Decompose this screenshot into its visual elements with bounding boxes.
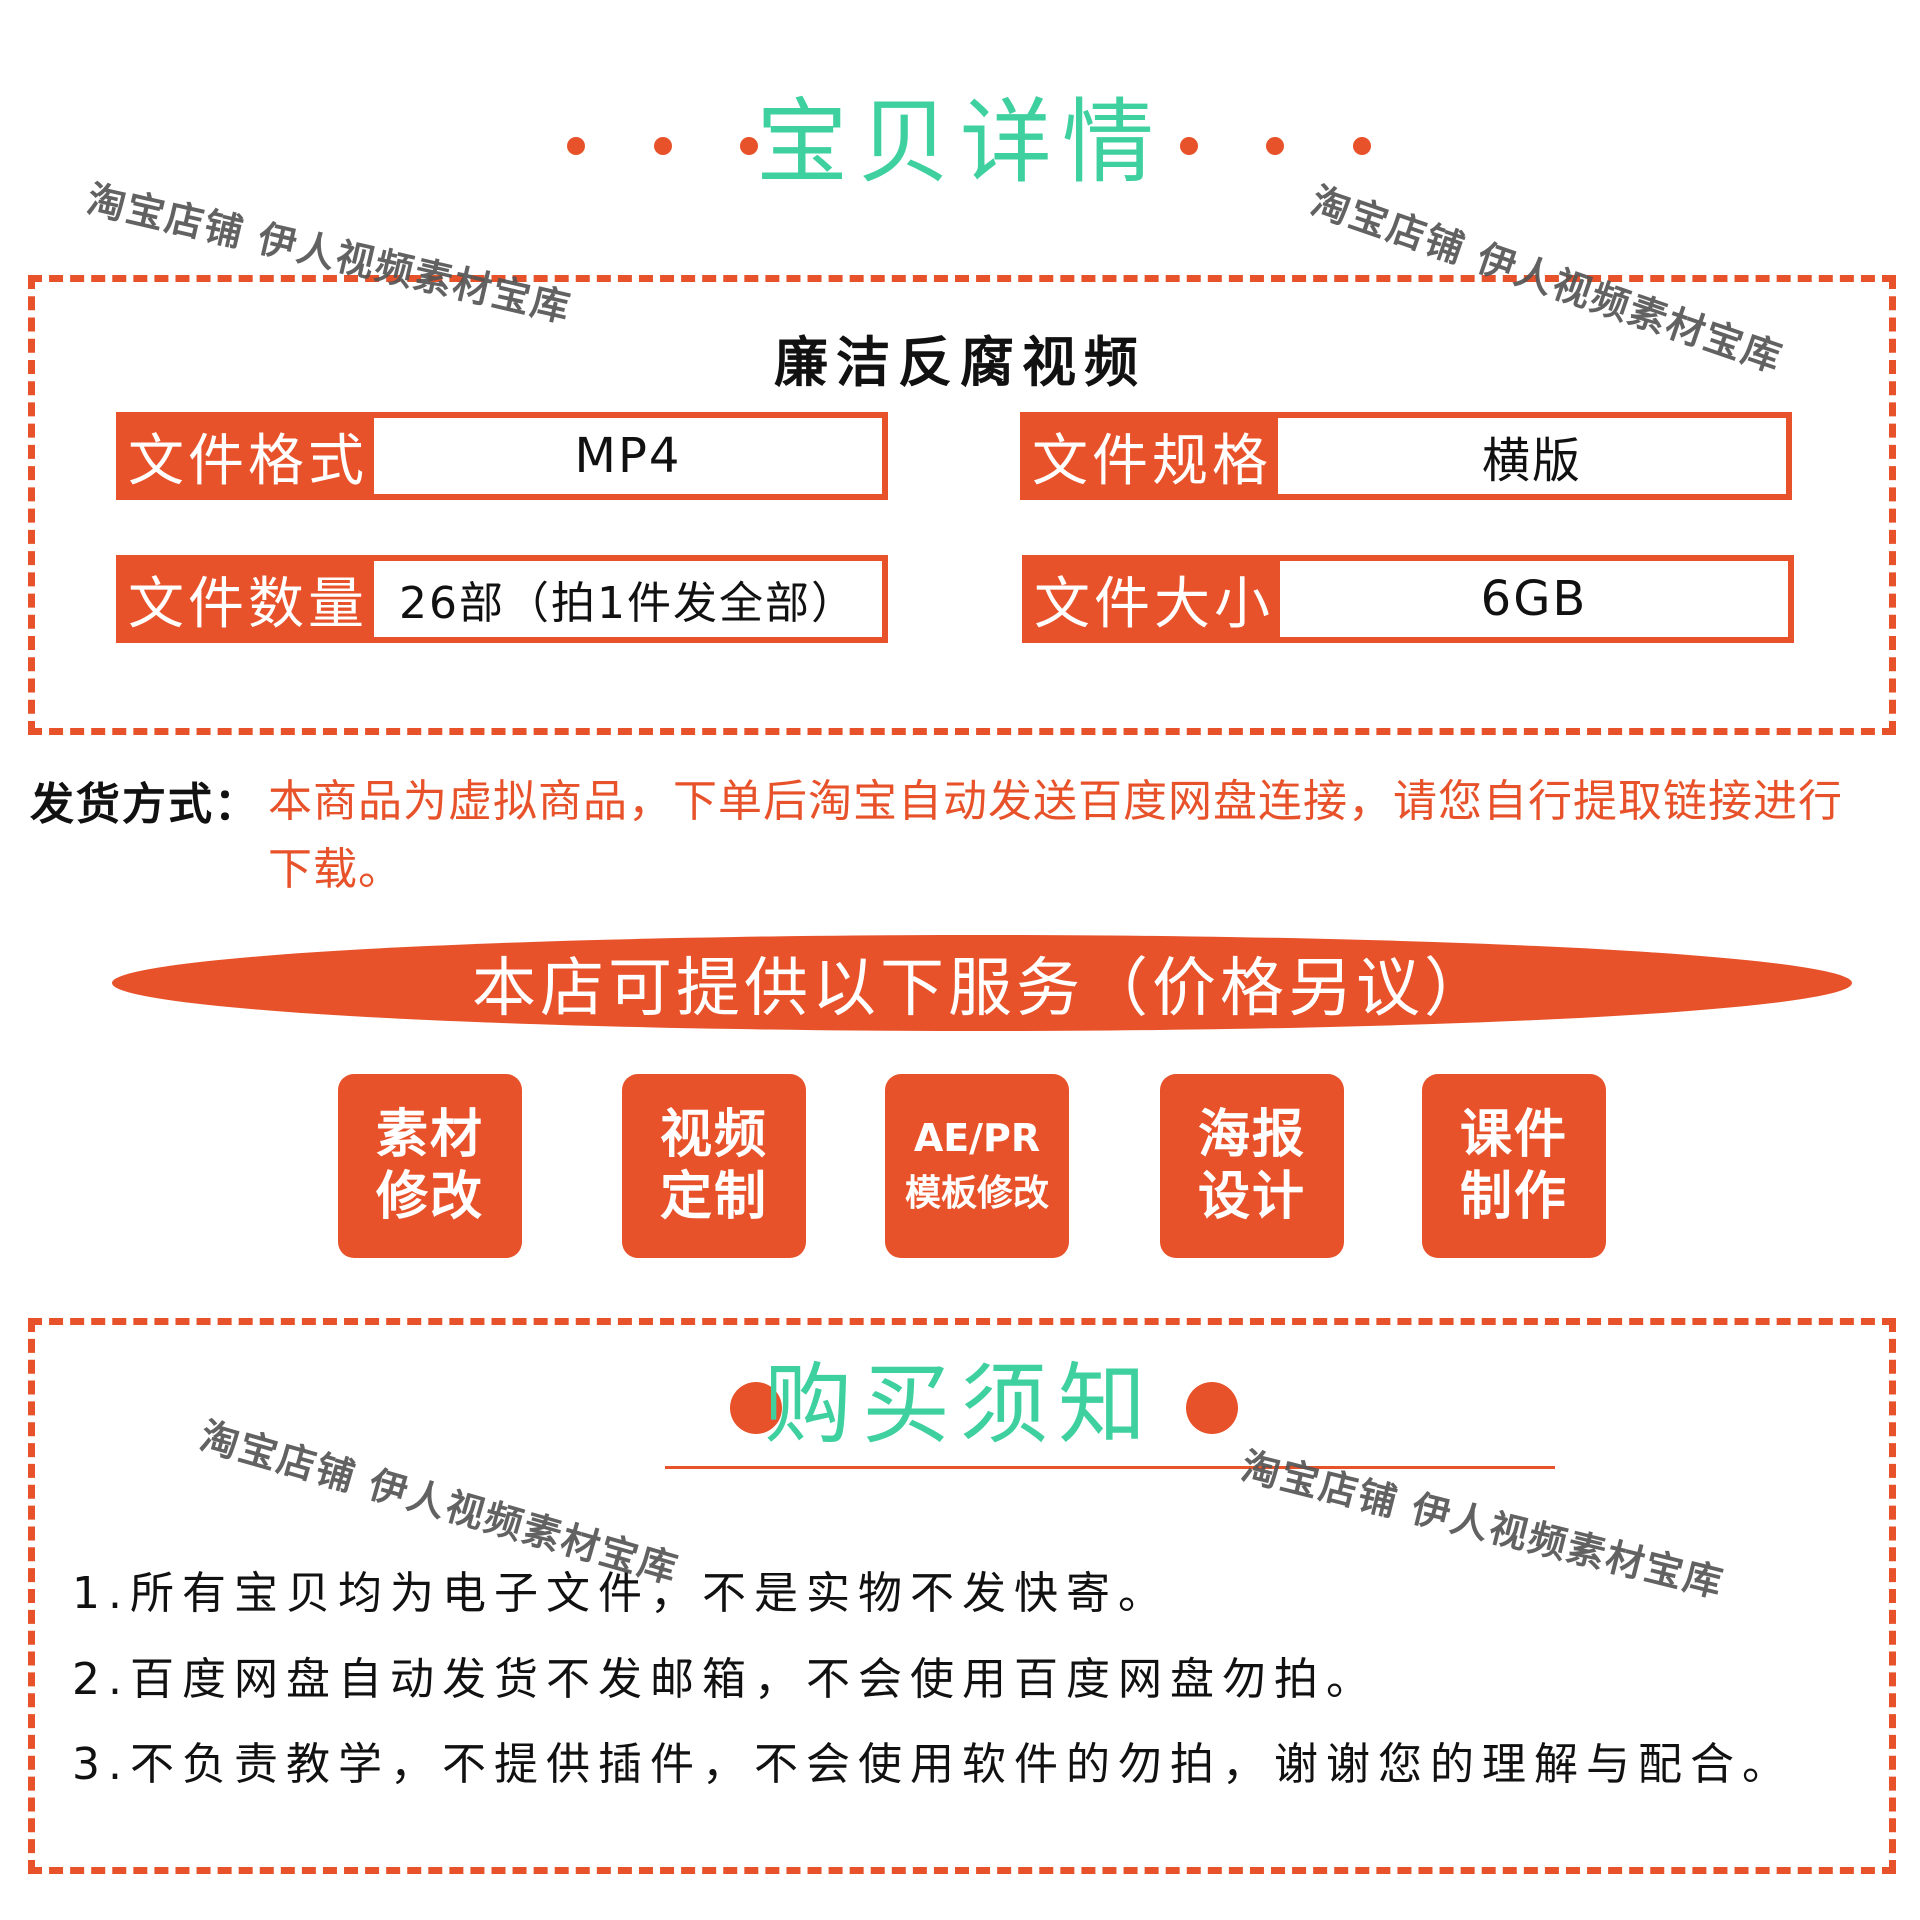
spec-label: 文件数量 <box>122 561 374 637</box>
spec-value: MP4 <box>574 428 682 484</box>
tile-line: 定制 <box>659 1167 768 1227</box>
spec-file-count: 文件数量 26部（拍1件发全部） <box>116 555 888 643</box>
header-dot <box>1353 137 1371 155</box>
tile-line: 视频 <box>659 1105 768 1165</box>
service-tile-courseware[interactable]: 课件 制作 <box>1422 1074 1606 1258</box>
header-dot <box>1180 137 1198 155</box>
spec-file-format: 文件格式 MP4 <box>116 412 888 500</box>
purchase-notice-box <box>28 1318 1896 1874</box>
service-tile-ae-pr-template[interactable]: AE/PR 模板修改 <box>885 1074 1069 1258</box>
spec-label: 文件规格 <box>1026 418 1278 494</box>
service-tile-poster-design[interactable]: 海报 设计 <box>1160 1074 1344 1258</box>
notice-item: 1.所有宝贝均为电子文件，不是实物不发快寄。 <box>72 1568 1170 1619</box>
product-details-box <box>28 275 1896 735</box>
tile-line: 设计 <box>1197 1167 1306 1227</box>
tile-line: AE/PR <box>913 1116 1041 1160</box>
service-tile-material-edit[interactable]: 素材 修改 <box>338 1074 522 1258</box>
service-tile-video-custom[interactable]: 视频 定制 <box>622 1074 806 1258</box>
spec-file-spec: 文件规格 横版 <box>1020 412 1792 500</box>
header-dot <box>1266 137 1284 155</box>
tile-line: 修改 <box>375 1167 484 1227</box>
notice-dot <box>730 1382 782 1434</box>
notice-item: 2.百度网盘自动发货不发邮箱，不会使用百度网盘勿拍。 <box>72 1654 1378 1705</box>
notice-underline <box>665 1466 1555 1469</box>
tile-line: 制作 <box>1459 1167 1568 1227</box>
spec-value: 26部（拍1件发全部） <box>399 578 857 629</box>
tile-line: 课件 <box>1459 1105 1568 1165</box>
tile-line: 模板修改 <box>904 1173 1049 1214</box>
header-title: 宝贝详情 <box>755 89 1164 196</box>
notice-item: 3.不负责教学，不提供插件，不会使用软件的勿拍，谢谢您的理解与配合。 <box>72 1739 1794 1790</box>
notice-dot <box>1186 1382 1238 1434</box>
services-banner <box>112 935 1852 1031</box>
header-dot <box>740 137 758 155</box>
header-dot <box>567 137 585 155</box>
header-dot <box>654 137 672 155</box>
tile-line: 素材 <box>375 1105 484 1165</box>
spec-file-size: 文件大小 6GB <box>1022 555 1794 643</box>
spec-value: 6GB <box>1480 571 1588 627</box>
spec-value: 横版 <box>1481 433 1582 489</box>
spec-label: 文件格式 <box>122 418 374 494</box>
delivery-label: 发货方式： <box>30 779 260 830</box>
spec-label: 文件大小 <box>1028 561 1280 637</box>
tile-line: 海报 <box>1197 1105 1306 1165</box>
product-title: 廉洁反腐视频 <box>774 331 1146 394</box>
delivery-text: 本商品为虚拟商品，下单后淘宝自动发送百度网盘连接，请您自行提取链接进行下载。 <box>268 776 1843 895</box>
services-banner-text: 本店可提供以下服务（价格另议） <box>472 952 1492 1026</box>
purchase-notice-title: 购买须知 <box>763 1353 1156 1456</box>
